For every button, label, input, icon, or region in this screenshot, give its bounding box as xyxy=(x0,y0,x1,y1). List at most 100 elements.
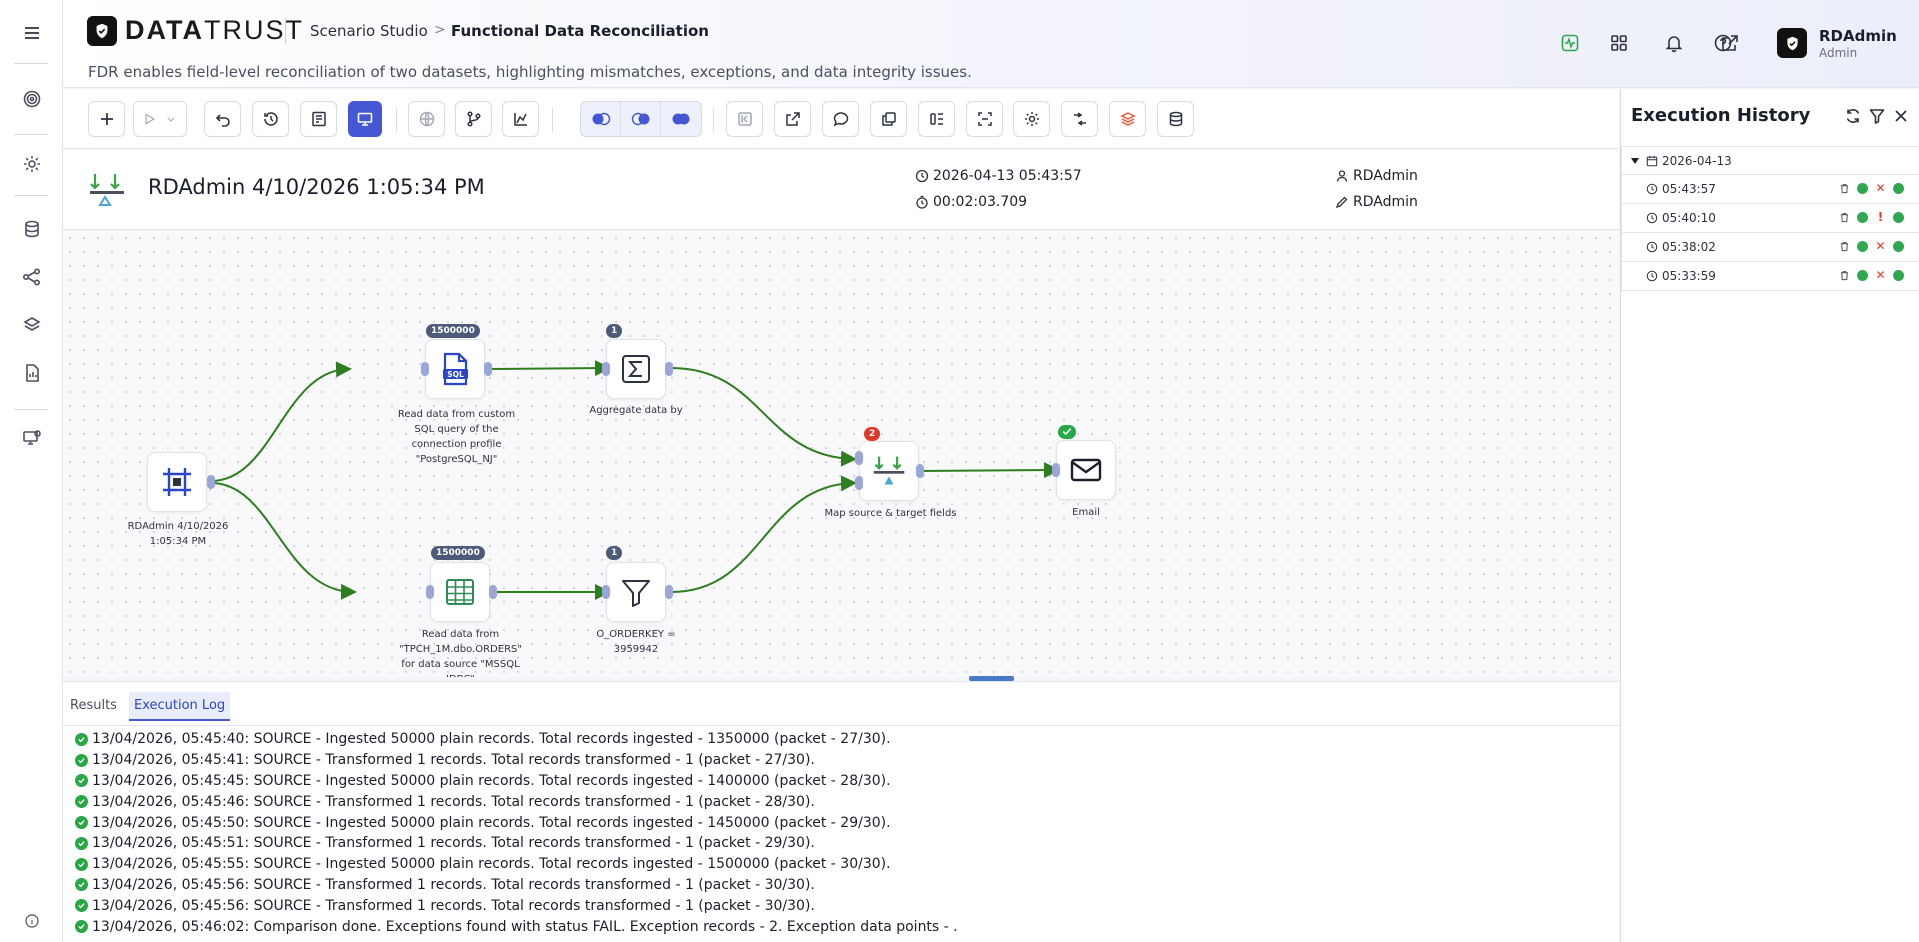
toolbar-divider xyxy=(552,108,553,132)
globe-button[interactable] xyxy=(408,101,445,137)
bell-icon[interactable] xyxy=(1661,30,1687,56)
port-aggregate-out[interactable] xyxy=(665,362,673,376)
port-sql-in[interactable] xyxy=(421,362,429,376)
port-email-in[interactable] xyxy=(1052,463,1060,477)
run-button[interactable] xyxy=(133,101,187,137)
node-map[interactable] xyxy=(859,441,919,501)
layers-icon[interactable] xyxy=(0,305,63,345)
history-button[interactable] xyxy=(252,101,289,137)
warning-icon: ! xyxy=(1877,210,1884,224)
info-icon[interactable] xyxy=(0,901,63,941)
copy-button[interactable] xyxy=(870,101,907,137)
monitor-view-button[interactable] xyxy=(348,101,382,137)
run-status-group: ✕ xyxy=(1839,269,1904,281)
port-map-out[interactable] xyxy=(916,464,924,478)
node-aggregate-badge: 1 xyxy=(606,324,623,338)
breadcrumb-scenario-studio[interactable]: Scenario Studio xyxy=(310,22,428,40)
panel-resize-handle[interactable] xyxy=(969,676,1014,681)
chevron-down-icon xyxy=(167,117,175,122)
trash-icon[interactable] xyxy=(1839,270,1850,281)
log-line: 13/04/2026, 05:45:56: SOURCE - Transform… xyxy=(75,895,958,916)
workflow-icon[interactable] xyxy=(0,257,63,297)
clock-icon xyxy=(1646,241,1658,253)
history-tree: 2026-04-13 05:43:57✕05:40:10!05:38:02✕05… xyxy=(1621,146,1919,291)
branch-button[interactable] xyxy=(455,101,492,137)
scan-button[interactable] xyxy=(966,101,1003,137)
monitor-settings-icon[interactable] xyxy=(0,418,63,458)
port-start-out[interactable] xyxy=(207,475,215,489)
comment-button[interactable] xyxy=(822,101,859,137)
success-check-icon xyxy=(75,753,88,767)
bottom-panel: Results Execution Log 13/04/2026, 05:45:… xyxy=(63,681,1619,942)
user-name[interactable]: RDAdmin xyxy=(1819,27,1897,45)
history-date-row[interactable]: 2026-04-13 xyxy=(1621,146,1919,175)
workflow-canvas[interactable]: RDAdmin 4/10/2026 1:05:34 PM 1500000 SQL… xyxy=(63,231,1619,677)
gear-button[interactable] xyxy=(1013,101,1050,137)
node-email[interactable] xyxy=(1056,440,1116,500)
history-run-row[interactable]: 05:33:59✕ xyxy=(1621,262,1919,291)
port-map-in-2[interactable] xyxy=(855,476,863,490)
chart-button[interactable] xyxy=(502,101,539,137)
menu-icon[interactable] xyxy=(0,13,63,53)
caret-down-icon[interactable] xyxy=(1630,156,1640,166)
tab-results[interactable]: Results xyxy=(70,698,117,713)
filter-icon[interactable] xyxy=(1868,107,1886,125)
node-table[interactable] xyxy=(430,562,490,622)
activity-icon[interactable] xyxy=(1557,30,1583,56)
brand-logo-icon xyxy=(87,16,117,46)
modified-by: RDAdmin xyxy=(1335,194,1418,210)
stack-button[interactable] xyxy=(1109,101,1146,137)
tab-divider xyxy=(63,725,1619,726)
report-icon[interactable] xyxy=(0,353,63,393)
trash-icon[interactable] xyxy=(1839,241,1850,252)
success-check-icon xyxy=(75,732,88,746)
success-check-icon xyxy=(75,816,88,830)
port-table-in[interactable] xyxy=(426,585,434,599)
compare-button[interactable] xyxy=(918,101,955,137)
refresh-icon[interactable] xyxy=(1844,107,1862,125)
undo-button[interactable] xyxy=(204,101,241,137)
export-button[interactable] xyxy=(774,101,811,137)
settings-icon[interactable] xyxy=(0,144,63,184)
port-filter-in[interactable] xyxy=(602,585,610,599)
node-filter[interactable] xyxy=(606,562,666,622)
port-table-out[interactable] xyxy=(489,585,497,599)
data-source-button[interactable] xyxy=(300,101,337,137)
history-date: 2026-04-13 xyxy=(1662,153,1732,168)
history-run-row[interactable]: 05:38:02✕ xyxy=(1621,233,1919,262)
port-filter-out[interactable] xyxy=(665,585,673,599)
database-icon[interactable] xyxy=(0,209,63,249)
status-dot-icon xyxy=(1857,270,1868,281)
avatar[interactable] xyxy=(1777,28,1807,58)
join-inner-icon[interactable] xyxy=(621,102,661,136)
mapping-button[interactable] xyxy=(1061,101,1098,137)
add-button[interactable] xyxy=(88,101,125,137)
node-table-label: Read data from "TPCH_1M.dbo.ORDERS" for … xyxy=(399,629,522,677)
first-button[interactable] xyxy=(726,101,763,137)
node-sql[interactable]: SQL xyxy=(425,339,485,399)
log-text: 13/04/2026, 05:45:40: SOURCE - Ingested … xyxy=(92,731,891,748)
execution-log: 13/04/2026, 05:45:40: SOURCE - Ingested … xyxy=(75,729,958,937)
port-aggregate-in[interactable] xyxy=(602,362,610,376)
join-left-icon[interactable] xyxy=(581,102,621,136)
history-run-row[interactable]: 05:40:10! xyxy=(1621,204,1919,233)
apps-grid-icon[interactable] xyxy=(1606,30,1632,56)
log-text: 13/04/2026, 05:45:55: SOURCE - Ingested … xyxy=(92,856,891,873)
breadcrumb-chevron-icon: > xyxy=(434,22,446,38)
target-icon[interactable] xyxy=(0,79,63,119)
help-circle-icon[interactable] xyxy=(1710,30,1736,56)
trash-icon[interactable] xyxy=(1839,212,1850,223)
status-dot-icon xyxy=(1893,270,1904,281)
filter-icon xyxy=(622,580,650,607)
port-map-in-1[interactable] xyxy=(855,451,863,465)
node-start[interactable] xyxy=(147,452,207,512)
close-icon[interactable] xyxy=(1892,107,1910,125)
tab-execution-log[interactable]: Execution Log xyxy=(129,692,231,721)
trash-icon[interactable] xyxy=(1839,183,1850,194)
port-sql-out[interactable] xyxy=(484,362,492,376)
database-button[interactable] xyxy=(1157,101,1194,137)
join-right-icon[interactable] xyxy=(661,102,701,136)
edge-map-email xyxy=(918,462,1060,479)
node-aggregate[interactable] xyxy=(606,339,666,399)
history-run-row[interactable]: 05:43:57✕ xyxy=(1621,175,1919,204)
